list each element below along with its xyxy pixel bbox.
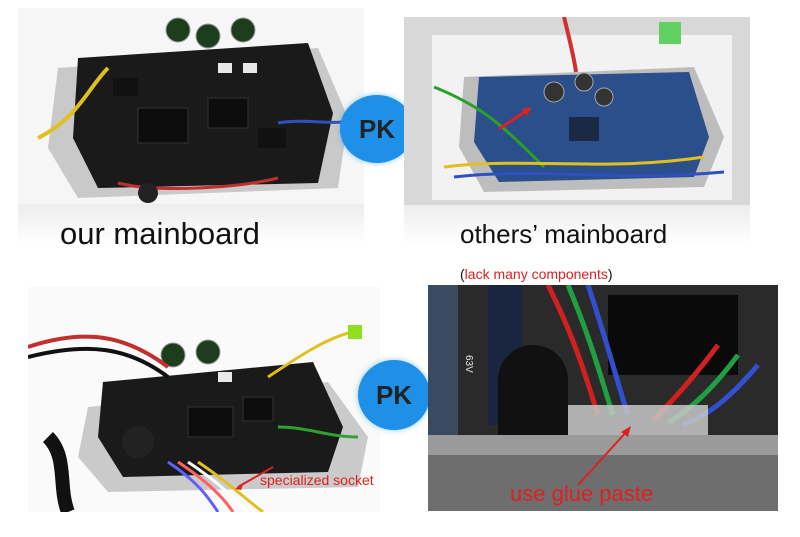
pk-badge-bottom-text: PK — [375, 379, 413, 410]
pk-badge-bottom: PK — [358, 360, 430, 430]
label-use-glue-paste: use glue paste — [510, 481, 654, 506]
glue-paste-illustration: 63V — [428, 285, 778, 511]
label-lack-close: ) — [607, 266, 613, 282]
pk-badge-top: PK — [340, 95, 414, 163]
pk-badge-top-text: PK — [358, 113, 396, 144]
label-others-mainboard: others’ mainboard — [460, 219, 668, 249]
photo-our-mainboard-bottom — [28, 287, 380, 512]
photo-others-mainboard — [404, 17, 750, 205]
reflection-top-right — [404, 205, 750, 245]
label-our-mainboard-top: our mainboard — [60, 216, 260, 251]
our-mainboard-top-illustration — [18, 8, 364, 204]
label-lack-text: lack many components — [464, 266, 608, 282]
others-mainboard-illustration — [404, 17, 750, 205]
photo-glue-paste: 63V — [428, 285, 778, 511]
label-lack-open: ( — [460, 266, 465, 282]
label-lack-components: (lack many components) — [460, 266, 613, 282]
photo-our-mainboard-top — [18, 8, 364, 204]
label-specialized-socket: specialized socket — [260, 472, 374, 488]
our-mainboard-bottom-illustration — [28, 287, 380, 512]
reflection-top-left — [18, 204, 364, 244]
capacitor-63v-text: 63V — [463, 355, 474, 373]
